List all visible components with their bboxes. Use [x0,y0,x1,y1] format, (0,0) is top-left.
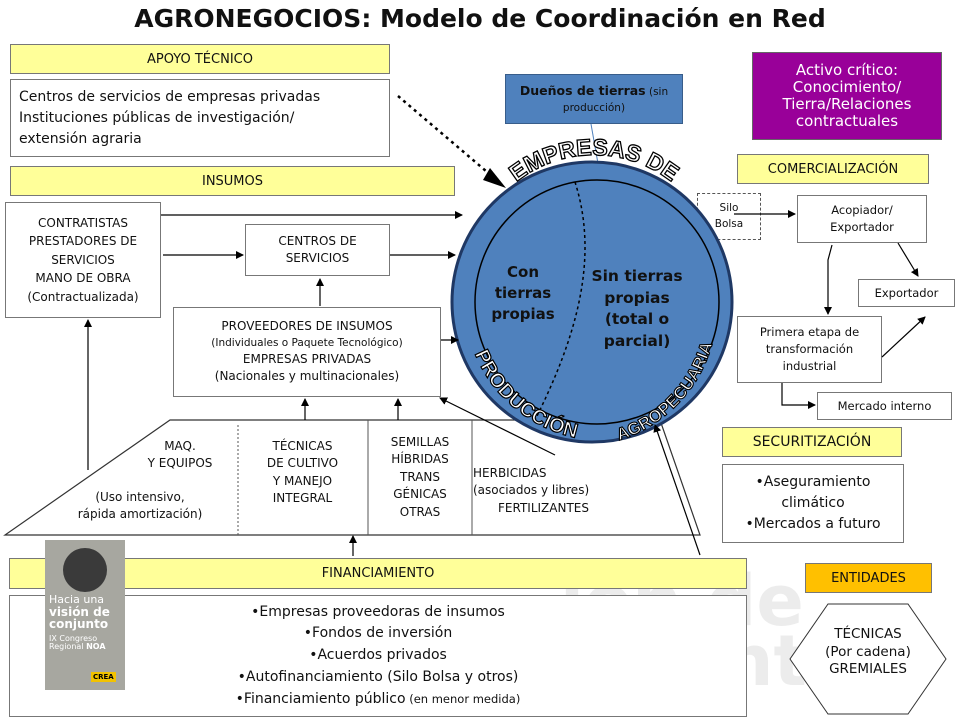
logo-line-1: Hacia una [49,593,105,606]
securitizacion-item-1b: climático [781,495,845,511]
maq-line-2: Y EQUIPOS [147,456,213,471]
logo-line-3: conjunto [49,617,109,632]
logo-brand: CREA [91,672,116,682]
insumos-header: INSUMOS [10,166,455,196]
entidades-line-1: TÉCNICAS [834,626,902,642]
sin-tierras-label: Sin tierras propias (total o parcial) [591,267,683,351]
contratistas-line-1: CONTRATISTAS [38,215,128,230]
tec-line-4: INTEGRAL [272,491,333,506]
primera-line-3: industrial [782,358,837,373]
maq-uso-label: (Uso intensivo, rápida amortización) [55,489,225,524]
apoyo-tecnico-box: Centros de servicios de empresas privada… [10,79,390,157]
financiamiento-item-1: •Empresas proveedoras de insumos [251,603,505,620]
centros-line-1: CENTROS DE [278,233,357,248]
arc-top-text: EMPRESAS DE [504,134,684,186]
contratistas-line-2: PRESTADORES DE [28,234,138,249]
duenos-line-2: producción) [562,101,626,114]
contratistas-line-5: (Contractualizada) [27,289,139,304]
logo-line-6: NOA [86,642,106,652]
acopiador-line-2: Exportador [830,220,894,234]
primera-etapa-box: Primera etapa de transformación industri… [737,316,882,383]
her-line-3: FERTILIZANTES [498,500,589,515]
her-line-2: (asociados y libres) [473,483,590,498]
sem-line-2: HÍBRIDAS [391,452,449,467]
financiamiento-item-2: •Fondos de inversión [303,625,453,642]
securitizacion-box: •Aseguramiento climático •Mercados a fut… [722,464,904,543]
securitizacion-header: SECURITIZACIÓN [722,427,902,457]
proveedores-line-3: EMPRESAS PRIVADAS [242,351,372,366]
tec-line-2: DE CULTIVO [266,456,339,471]
financiamiento-item-5: •Financiamiento público [235,690,406,707]
silo-line-1: Silo [719,202,739,215]
tec-line-1: TÉCNICAS [272,439,333,453]
proveedores-line-2: (Individuales o Paquete Tecnológico) [211,336,403,349]
primera-line-2: transformación [765,342,854,357]
securitizacion-item-2: •Mercados a futuro [745,516,881,532]
exportador-box: Exportador [858,279,955,307]
activo-line-2: Conocimiento/ [792,77,902,96]
mercado-label: Mercado interno [837,398,932,413]
activo-line-1: Activo crítico: [795,60,899,79]
activo-line-4: contractuales [795,112,899,131]
proveedores-box: PROVEEDORES DE INSUMOS (Individuales o P… [173,307,441,397]
her-line-1: HERBICIDAS [473,466,547,480]
financiamiento-item-3: •Acuerdos privados [309,647,447,664]
centros-servicios-box: CENTROS DE SERVICIOS [245,224,390,276]
semillas-label: SEMILLAS HÍBRIDAS TRANS GÉNICAS OTRAS [370,434,470,521]
tecnicas-cultivo-label: TÉCNICAS DE CULTIVO Y MANEJO INTEGRAL [240,438,365,508]
apoyo-line-2: Instituciones públicas de investigación/ [19,109,295,126]
contratistas-line-4: MANO DE OBRA [35,271,131,286]
silo-bolsa-box: Silo Bolsa [697,193,761,240]
financiamiento-item-4: •Autofinanciamiento (Silo Bolsa y otros) [237,668,519,685]
logo-line-2: visión de [49,604,110,619]
exportador-label: Exportador [874,285,939,300]
proveedores-line-1: PROVEEDORES DE INSUMOS [221,319,393,334]
tec-line-3: Y MANEJO [272,473,333,488]
contratistas-box: CONTRATISTAS PRESTADORES DE SERVICIOS MA… [5,202,161,318]
primera-line-1: Primera etapa de [759,325,860,340]
con-tierras-label: Con tierras propias [491,263,555,323]
arc-left-text: PRODUCCIÓN [470,346,580,442]
herbicidas-label: HERBICIDAS (asociados y libres) FERTILIZ… [473,465,603,517]
sem-line-4: GÉNICAS [393,487,447,502]
financiamiento-item-5-small: (en menor medida) [405,691,521,706]
duenos-bold: Dueños de tierras [519,82,646,98]
sem-line-3: TRANS [400,469,440,484]
entidades-header: ENTIDADES [805,563,932,593]
silo-line-2: Bolsa [714,217,744,230]
contratistas-line-3: SERVICIOS [51,252,115,267]
comercializacion-header: COMERCIALIZACIÓN [737,154,929,184]
acopiador-line-1: Acopiador/ [831,203,893,218]
apoyo-line-1: Centros de servicios de empresas privada… [19,88,321,105]
congress-logo: Hacia una visión de conjunto IX Congreso… [45,540,125,690]
financiamiento-header: FINANCIAMIENTO [9,558,747,589]
apoyo-line-3: extensión agraria [19,130,142,147]
duenos-tierras-box: Dueños de tierras (sin producción) [505,74,683,124]
acopiador-box: Acopiador/ Exportador [797,195,927,243]
apoyo-tecnico-header: APOYO TÉCNICO [10,44,390,74]
entidades-line-2: (Por cadena) [825,643,911,660]
financiamiento-box: •Empresas proveedoras de insumos •Fondos… [9,595,747,717]
maq-line-1: MAQ. [164,439,196,453]
page-title: AGRONEGOCIOS: Modelo de Coordinación en … [134,4,826,33]
activo-line-3: Tierra/Relaciones [782,95,912,113]
arc-right-text: AGROPECUARIA [614,339,716,444]
duenos-rest: (sin [645,85,669,98]
logo-line-4: IX Congreso [49,633,98,643]
maq-label: MAQ. Y EQUIPOS [125,438,235,473]
entidades-line-3: GREMIALES [829,661,907,678]
maq-line-3: (Uso intensivo, [95,490,185,504]
sem-line-1: SEMILLAS [390,435,450,449]
mercado-interno-box: Mercado interno [817,392,952,420]
entidades-hexagon-label: TÉCNICAS (Por cadena) GREMIALES [800,626,936,679]
activo-critico-box: Activo crítico: Conocimiento/ Tierra/Rel… [752,52,942,140]
proveedores-line-4: (Nacionales y multinacionales) [214,369,400,384]
centros-line-2: SERVICIOS [285,251,350,265]
maq-line-4: rápida amortización) [77,507,203,522]
securitizacion-item-1a: •Aseguramiento [755,474,871,490]
sem-line-5: OTRAS [399,504,441,519]
logo-line-5: Regional [49,642,84,652]
